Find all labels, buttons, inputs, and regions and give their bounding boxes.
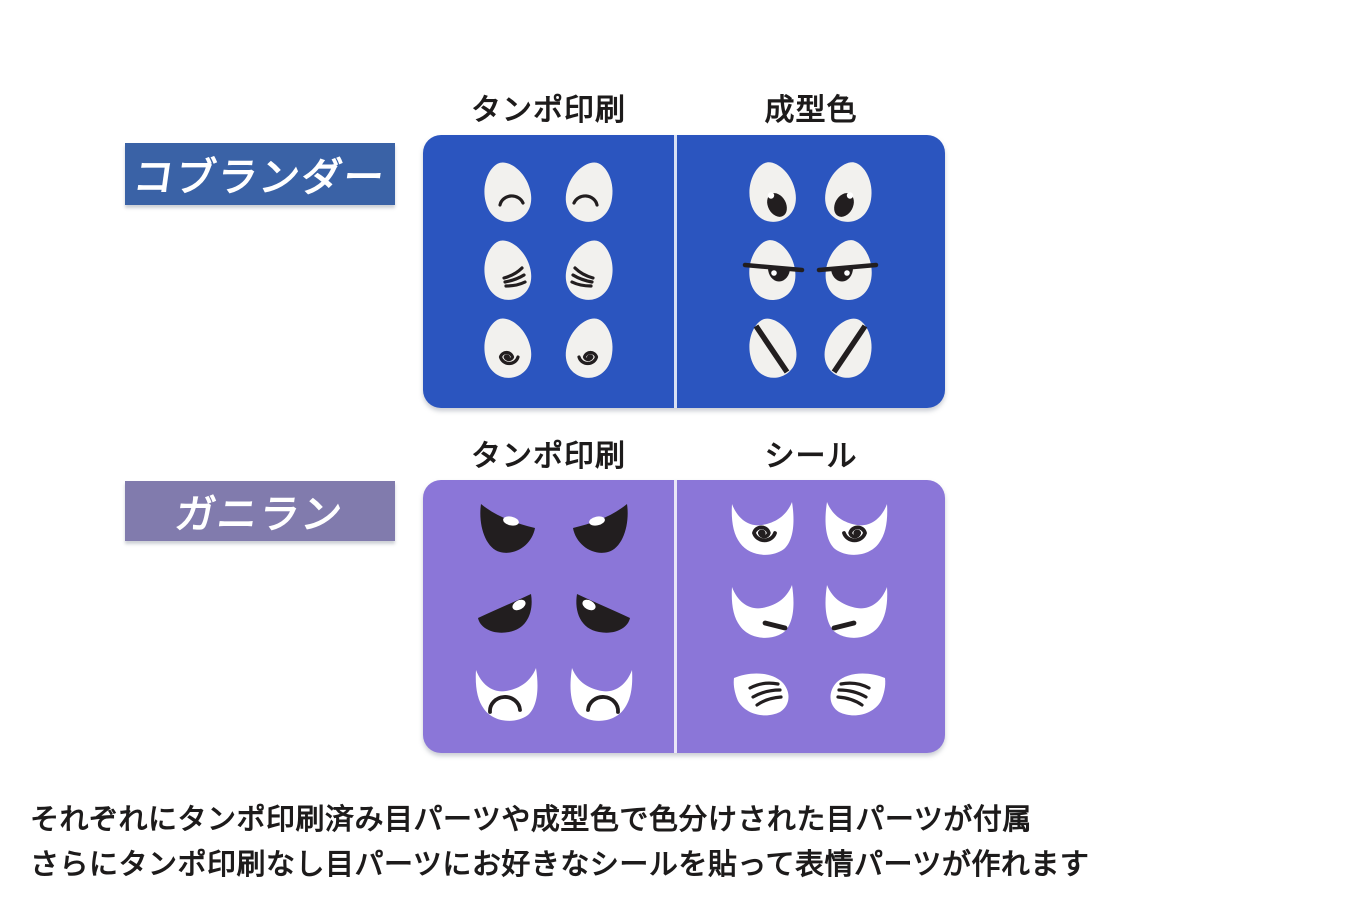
- half-lid-eye-left-icon: [745, 238, 802, 302]
- character-label-ganiran-text: ガニラン: [172, 493, 347, 537]
- character-label-ganiran: ガニラン: [125, 481, 395, 541]
- character-label-koblander: コブランダー: [125, 143, 395, 205]
- slash-eye-left-icon: [742, 313, 802, 383]
- droopy-eye-right-icon: [576, 594, 630, 633]
- description-line-1: それぞれにタンポ印刷済み目パーツや成型色で色分けされた目パーツが付属: [30, 804, 1032, 836]
- sticker-spiral-eye-left-icon: [732, 502, 794, 555]
- panel-divider: [674, 480, 677, 753]
- lash-wink-eye-left-icon: [478, 236, 536, 305]
- closed-wink-eye-left-icon: [478, 158, 536, 227]
- panel-divider: [674, 135, 677, 408]
- sticker-dash-eye-left-icon: [732, 585, 794, 638]
- eye-panel-koblander-molded: [677, 135, 945, 408]
- angry-eye-right-icon: [573, 504, 628, 553]
- spiral-eye-right-icon: [561, 314, 619, 383]
- sticker-lash-eye-right-icon: [828, 671, 887, 717]
- column-header-koblander-tampo: タンポ印刷: [471, 94, 626, 127]
- sticker-spiral-eye-right-icon: [826, 502, 888, 555]
- column-header-ganiran-tampo: タンポ印刷: [471, 440, 626, 473]
- eye-panel-pair-koblander: [423, 135, 945, 408]
- white-wink-eye-right-icon: [571, 668, 633, 721]
- pupil-eye-right-icon: [821, 158, 877, 225]
- spiral-eye-left-icon: [478, 314, 536, 383]
- slash-eye-right-icon: [819, 313, 879, 383]
- droopy-eye-left-icon: [478, 594, 532, 633]
- angry-eye-left-icon: [480, 504, 535, 553]
- pupil-eye-left-icon: [744, 158, 800, 225]
- description-line-2: さらにタンポ印刷なし目パーツにお好きなシールを貼って表情パーツが作れます: [30, 849, 1090, 881]
- white-wink-eye-left-icon: [476, 668, 538, 721]
- eye-panel-ganiran-sticker: [677, 480, 945, 717]
- lash-wink-eye-right-icon: [561, 236, 619, 305]
- column-header-ganiran-sticker: シール: [764, 440, 858, 473]
- sticker-dash-eye-right-icon: [826, 585, 888, 638]
- eye-panel-pair-ganiran: [423, 480, 945, 753]
- character-label-koblander-text: コブランダー: [130, 156, 389, 200]
- sticker-lash-eye-left-icon: [732, 671, 791, 717]
- column-header-koblander-molded: 成型色: [764, 94, 858, 127]
- eye-panel-ganiran-tampo: [423, 504, 674, 753]
- eye-panel-koblander-tampo: [423, 135, 674, 408]
- closed-wink-eye-right-icon: [561, 158, 619, 227]
- half-lid-eye-right-icon: [819, 238, 876, 302]
